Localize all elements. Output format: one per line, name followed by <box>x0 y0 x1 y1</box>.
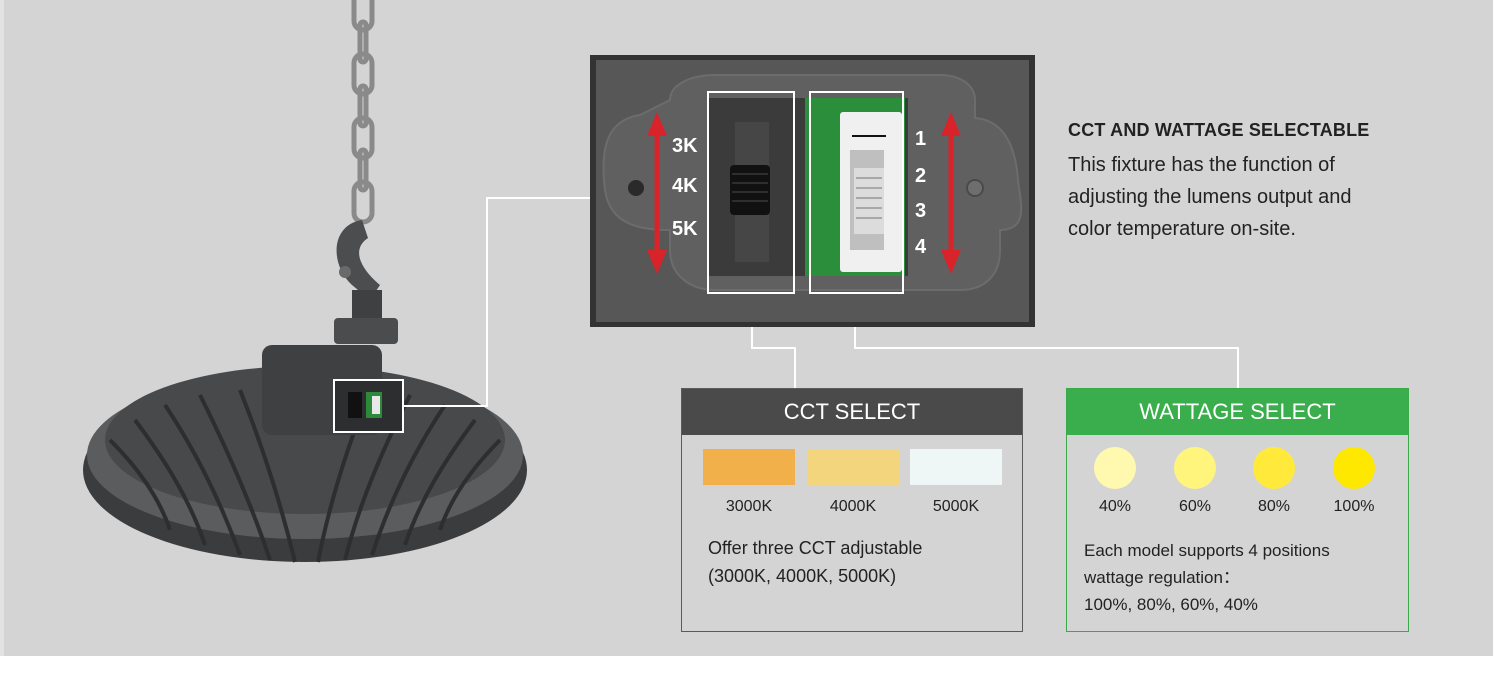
wattage-level-label: 60% <box>1178 498 1212 515</box>
fixture-nut <box>334 318 398 344</box>
cct-swatch-label: 5000K <box>932 498 980 515</box>
feature-title: CCT AND WATTAGE SELECTABLE <box>1068 120 1370 140</box>
wattage-level-label: 40% <box>1098 498 1132 515</box>
chain-icon <box>351 0 375 225</box>
wattage-position-label: 3 <box>915 200 927 222</box>
feature-heading: CCT AND WATTAGE SELECTABLE This fixture … <box>1068 120 1468 245</box>
fixture-body <box>83 345 527 563</box>
cct-description-line: Offer three CCT adjustable <box>708 538 923 558</box>
wattage-level-dot-80 <box>1253 447 1295 489</box>
cct-swatch-label: 4000K <box>829 498 877 515</box>
wattage-position-label: 2 <box>915 165 927 187</box>
wattage-position-label: 1 <box>915 128 927 150</box>
bottom-margin-strip <box>0 656 1493 675</box>
cct-position-label: 5K <box>672 218 698 240</box>
wattage-select-card: WATTAGE SELECT 40% 60% 80% 100% Each mod… <box>1066 388 1409 632</box>
fixture-illustration <box>83 0 1239 563</box>
wattage-level-dot-60 <box>1174 447 1216 489</box>
wattage-level-dot-100 <box>1333 447 1375 489</box>
switch-panel <box>590 55 1035 327</box>
red-arrow-icon <box>647 112 961 274</box>
feature-description-line: color temperature on-site. <box>1068 218 1296 240</box>
feature-description: This fixture has the function of adjusti… <box>1068 149 1468 245</box>
cct-swatch-3000k <box>703 449 795 485</box>
cct-swatch-label: 3000K <box>725 498 773 515</box>
wattage-description-line: Each model supports 4 positions <box>1084 541 1330 560</box>
wattage-card-title: WATTAGE SELECT <box>1067 389 1408 435</box>
cct-position-label: 4K <box>672 175 698 197</box>
cct-swatch-4000k <box>807 449 899 485</box>
wattage-level-label: 80% <box>1257 498 1291 515</box>
cct-select-card: CCT SELECT 3000K 4000K 5000K Offer three… <box>681 388 1023 632</box>
cct-position-label: 3K <box>672 135 698 157</box>
feature-description-line: This fixture has the function of <box>1068 154 1335 176</box>
cct-swatch-5000k <box>910 449 1002 485</box>
wattage-level-dot-40 <box>1094 447 1136 489</box>
left-edge-strip <box>0 0 4 656</box>
wattage-description-line: wattage regulation： <box>1084 568 1240 587</box>
wattage-description: Each model supports 4 positions wattage … <box>1084 537 1330 618</box>
cct-description: Offer three CCT adjustable (3000K, 4000K… <box>708 534 922 590</box>
wattage-description-line: 100%, 80%, 60%, 40% <box>1084 595 1258 614</box>
wattage-level-label: 100% <box>1333 498 1375 515</box>
cct-card-title: CCT SELECT <box>682 389 1022 435</box>
wattage-position-label: 4 <box>915 236 927 258</box>
cct-description-line: (3000K, 4000K, 5000K) <box>708 566 897 586</box>
hook-icon <box>336 220 380 300</box>
feature-description-line: adjusting the lumens output and <box>1068 186 1352 208</box>
